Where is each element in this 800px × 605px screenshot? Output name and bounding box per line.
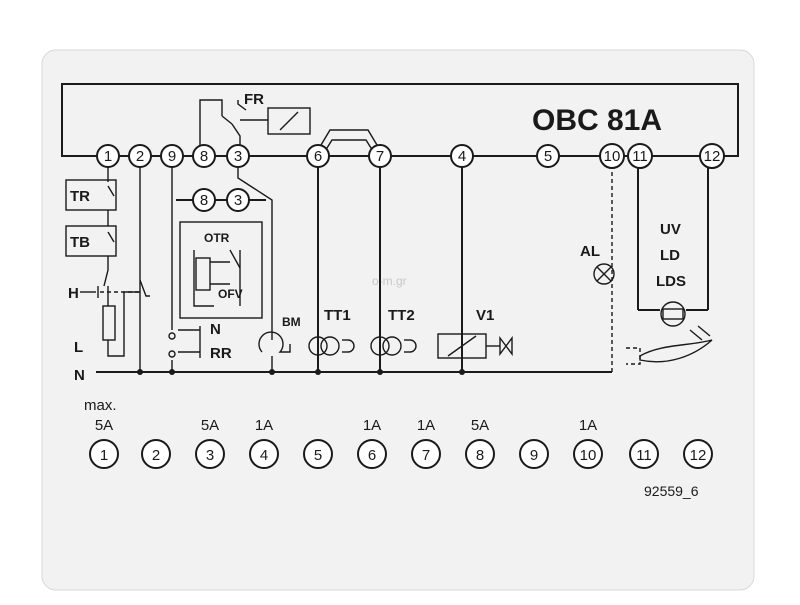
uv-label: UV [660,221,681,238]
bottom-terminal: 5A 8 [465,417,495,469]
bottom-terminal: 12 [683,439,713,469]
bottom-terminal-strip: 5A 1 2 5A 3 1A 4 5 1A 6 [89,417,713,469]
terminal-number: 9 [530,447,538,464]
tr-block [65,179,117,211]
tt1-label: TT1 [324,307,351,324]
bottom-terminal: 1A 6 [357,417,387,469]
svg-text:3: 3 [234,192,242,209]
bottom-terminal: 5A 3 [195,417,225,469]
svg-text:9: 9 [168,148,176,165]
watermark-text: o-m.gr [372,274,407,288]
bottom-terminal: 2 [141,439,171,469]
rr-label: RR [210,345,232,362]
top-terminal: 8 [192,144,216,168]
terminal-rating: 5A [95,417,113,434]
svg-text:6: 6 [314,148,322,165]
bottom-terminal: 5 [303,439,333,469]
max-label: max. [84,397,117,414]
top-terminal: 5 [536,144,560,168]
svg-text:12: 12 [704,148,721,165]
h-label: H [68,285,79,302]
l-label: L [74,339,83,356]
tt2-label: TT2 [388,307,415,324]
tt2-transformer-symbol [370,336,417,356]
terminal-rating: 1A [579,417,597,434]
burner-motor-symbol [258,331,291,353]
valve-icon [499,335,513,357]
bottom-terminal: 11 [629,439,659,469]
svg-text:3: 3 [234,148,242,165]
ofv-label: OFV [218,287,243,301]
fuse [102,305,116,341]
top-terminal: 12 [699,143,725,169]
terminal-number: 12 [690,447,707,464]
svg-text:8: 8 [200,148,208,165]
tt1-transformer-symbol [308,336,355,356]
top-terminal: 10 [599,143,625,169]
terminal-number: 3 [206,447,214,464]
terminal-number: 6 [368,447,376,464]
top-terminal-strip: 1 2 9 8 3 6 7 4 5 10 11 12 [96,143,725,169]
terminal-rating: 1A [417,417,435,434]
terminal-rating: 1A [363,417,381,434]
model-title: OBC 81A [532,104,662,137]
terminal-number: 7 [422,447,430,464]
svg-text:4: 4 [458,148,466,165]
top-terminal: 3 [226,144,250,168]
bottom-terminal: 9 [519,439,549,469]
tr-label: TR [70,188,90,205]
otr-ofv-block [179,221,263,319]
svg-text:5: 5 [544,148,552,165]
svg-text:2: 2 [136,148,144,165]
svg-text:10: 10 [604,148,621,165]
bottom-terminal: 1A 7 [411,417,441,469]
inner-terminal: 8 [192,188,216,212]
fr-label: FR [244,91,264,108]
otr-label: OTR [204,231,230,245]
al-label: AL [580,243,600,260]
ld-label: LD [660,247,680,264]
svg-text:1: 1 [104,148,112,165]
controller-box [61,83,739,157]
terminal-rating: 5A [471,417,489,434]
flame-sensor-icon [660,301,686,327]
bottom-terminal: 1A 4 [249,417,279,469]
bottom-terminal: 5A 1 [89,417,119,469]
tb-label: TB [70,234,90,251]
v1-label: V1 [476,307,494,324]
terminal-rating: 1A [255,417,273,434]
top-terminal: 11 [627,143,653,169]
terminal-number: 8 [476,447,484,464]
inner-terminal: 3 [226,188,250,212]
svg-text:7: 7 [376,148,384,165]
part-number: 92559_6 [644,483,699,499]
bm-label: BM [282,315,301,329]
terminal-number: 4 [260,447,268,464]
svg-text:8: 8 [200,192,208,209]
tb-block [65,225,117,257]
top-terminal: 6 [306,144,330,168]
terminal-number: 5 [314,447,322,464]
top-terminal: 9 [160,144,184,168]
terminal-number: 1 [100,447,108,464]
terminal-rating: 5A [201,417,219,434]
n-rr-label: N [210,321,221,338]
alarm-lamp-icon [593,263,615,285]
bottom-terminal: 1A 10 [573,417,603,469]
fr-relay-coil [267,107,311,135]
top-terminal: 1 [96,144,120,168]
terminal-number: 11 [636,447,652,464]
terminal-number: 2 [152,447,160,464]
lds-label: LDS [656,273,686,290]
top-terminal: 7 [368,144,392,168]
top-terminal: 4 [450,144,474,168]
flame-icon [639,339,713,363]
top-terminal: 2 [128,144,152,168]
svg-text:11: 11 [632,148,648,165]
terminal-number: 10 [580,447,597,464]
n-label: N [74,367,85,384]
